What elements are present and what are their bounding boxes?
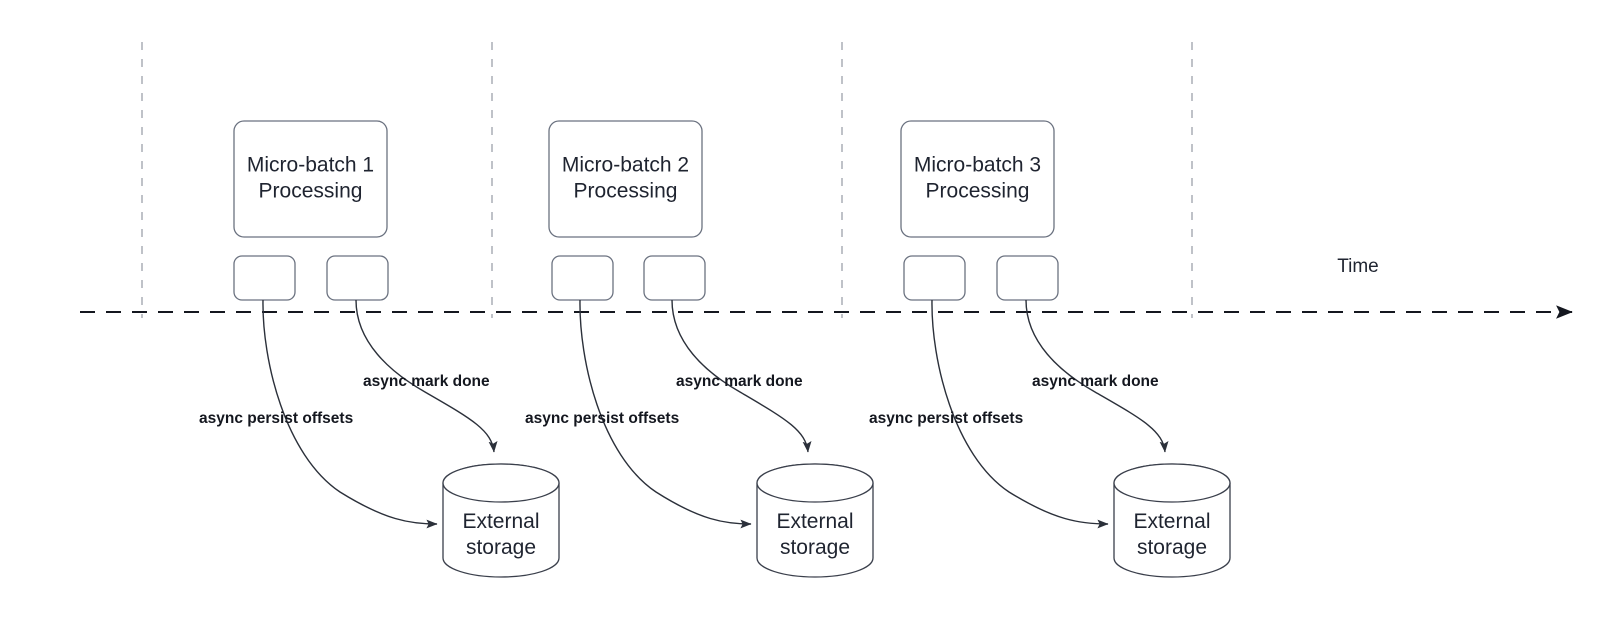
async-task-box-markdone[interactable] bbox=[643, 255, 706, 301]
external-storage-label-line1: External bbox=[462, 510, 539, 533]
vertical-guide-lines bbox=[141, 42, 1193, 318]
edge-label-async-mark-done: async mark done bbox=[676, 373, 803, 390]
edge-async-persist-offsets bbox=[262, 299, 438, 529]
edge-label-async-persist-offsets: async persist offsets bbox=[869, 410, 1023, 427]
micro-batch-box[interactable] bbox=[900, 120, 1055, 238]
time-axis-label-layer: Time bbox=[1337, 256, 1379, 277]
time-axis-label: Time bbox=[1337, 256, 1379, 277]
async-task-box-persist[interactable] bbox=[903, 255, 966, 301]
edge-async-persist-offsets bbox=[931, 299, 1109, 529]
edge-async-mark-done bbox=[355, 299, 498, 453]
async-task-box-markdone[interactable] bbox=[326, 255, 389, 301]
edge-label-async-persist-offsets: async persist offsets bbox=[525, 410, 679, 427]
external-storage-cylinder-top bbox=[756, 463, 874, 503]
micro-batch-label-line2: Processing bbox=[259, 180, 363, 203]
async-task-box-markdone[interactable] bbox=[996, 255, 1059, 301]
micro-batch-box[interactable] bbox=[548, 120, 703, 238]
edge-label-async-persist-offsets: async persist offsets bbox=[199, 410, 353, 427]
external-storage-cylinder-top bbox=[1113, 463, 1231, 503]
edge-async-persist-offsets bbox=[579, 299, 752, 529]
edge-label-async-mark-done: async mark done bbox=[363, 373, 490, 390]
async-task-box-persist[interactable] bbox=[551, 255, 614, 301]
edge-async-mark-done bbox=[1025, 299, 1169, 453]
micro-batch-label-line1: Micro-batch 3 bbox=[914, 154, 1041, 177]
micro-batch-label-line2: Processing bbox=[926, 180, 1030, 203]
external-storage-label-line2: storage bbox=[1137, 536, 1207, 559]
external-storage-label-line1: External bbox=[1133, 510, 1210, 533]
micro-batch-box[interactable] bbox=[233, 120, 388, 238]
external-storage-label-line2: storage bbox=[780, 536, 850, 559]
external-storage-cylinder-top bbox=[442, 463, 560, 503]
micro-batch-label-line2: Processing bbox=[574, 180, 678, 203]
external-storage-label-line2: storage bbox=[466, 536, 536, 559]
micro-batch-label-line1: Micro-batch 2 bbox=[562, 154, 689, 177]
async-task-box-persist[interactable] bbox=[233, 255, 296, 301]
edge-label-async-mark-done: async mark done bbox=[1032, 373, 1159, 390]
micro-batch-label-line1: Micro-batch 1 bbox=[247, 154, 374, 177]
external-storage-label-line1: External bbox=[776, 510, 853, 533]
edge-async-mark-done bbox=[671, 299, 812, 453]
